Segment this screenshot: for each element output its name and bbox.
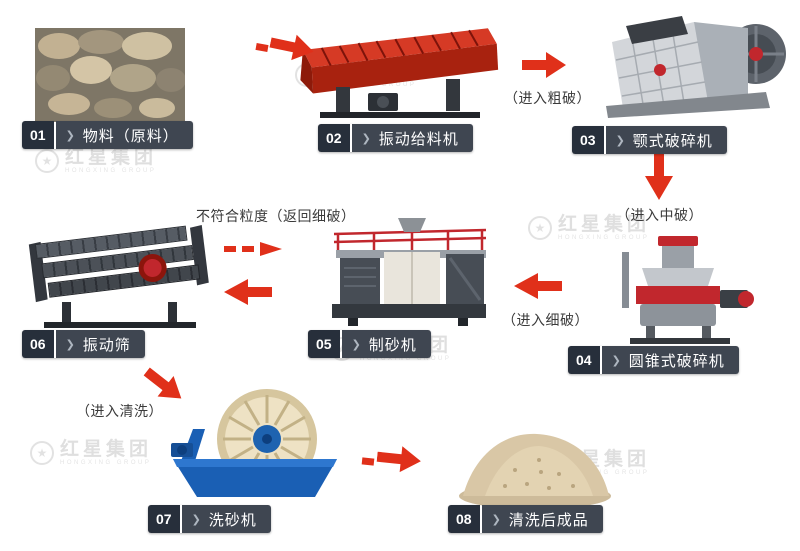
- step-title: 振动筛: [82, 336, 131, 354]
- arrow-screen-to-washer: [137, 360, 190, 411]
- arrow-cone-to-sandmaker: [514, 272, 562, 300]
- step-title: 清洗后成品: [508, 511, 589, 529]
- step-banner: ❯ 振动给料机: [351, 124, 473, 152]
- cone-crusher-image: [608, 226, 758, 349]
- chevron-icon: ❯: [361, 132, 372, 145]
- step-label-07: 07 ❯ 洗砂机: [148, 505, 271, 533]
- step-banner: ❯ 洗砂机: [181, 505, 271, 533]
- step-banner: ❯ 振动筛: [55, 330, 145, 358]
- step-title: 颚式破碎机: [632, 132, 713, 150]
- hongxing-logo-icon: ★: [35, 148, 59, 173]
- dashed-return-arrow: [224, 240, 286, 258]
- step-banner: ❯ 清洗后成品: [481, 505, 603, 533]
- step-number: 03: [572, 126, 604, 154]
- vibrating-feeder-image: [298, 25, 503, 125]
- arrow-material-to-feeder: [267, 28, 316, 66]
- finished-product-image: [455, 412, 615, 517]
- screen-decks: [27, 210, 212, 321]
- screen-base: [44, 322, 196, 328]
- step-title: 洗砂机: [208, 511, 257, 529]
- step-title: 制砂机: [368, 336, 417, 354]
- arrow-washer-to-product: [376, 442, 423, 476]
- step-banner: ❯ 物料（原料）: [55, 121, 193, 149]
- step-title: 振动给料机: [378, 130, 459, 148]
- annotation-to-medium: （进入中破）: [616, 207, 703, 223]
- dash-mark: [361, 457, 375, 466]
- step-label-02: 02 ❯ 振动给料机: [318, 124, 473, 152]
- screen-leg: [168, 302, 177, 322]
- step-banner: ❯ 圆锥式破碎机: [601, 346, 739, 374]
- step-label-04: 04 ❯ 圆锥式破碎机: [568, 346, 739, 374]
- step-number: 02: [318, 124, 350, 152]
- step-number: 04: [568, 346, 600, 374]
- sand-maker-image: [328, 214, 493, 331]
- arrow-feeder-to-jaw: [522, 50, 566, 80]
- raw-material-image: [35, 28, 186, 127]
- step-number: 08: [448, 505, 480, 533]
- watermark-text: 红星集团: [60, 439, 153, 460]
- watermark-text: 红星集团: [65, 147, 158, 168]
- chevron-icon: ❯: [615, 134, 626, 147]
- annotation-to-coarse: （进入粗破）: [504, 90, 591, 106]
- vibrating-screen-image: [28, 220, 209, 330]
- chevron-icon: ❯: [191, 513, 202, 526]
- step-banner: ❯ 制砂机: [341, 330, 431, 358]
- chevron-icon: ❯: [351, 338, 362, 351]
- step-number: 07: [148, 505, 180, 533]
- watermark-subtext: HONGXING GROUP: [60, 459, 152, 466]
- step-label-08: 08 ❯ 清洗后成品: [448, 505, 603, 533]
- chevron-icon: ❯: [611, 354, 622, 367]
- arrow-jaw-to-cone: [645, 146, 673, 202]
- chevron-icon: ❯: [65, 338, 76, 351]
- step-number: 06: [22, 330, 54, 358]
- step-number: 05: [308, 330, 340, 358]
- step-label-03: 03 ❯ 颚式破碎机: [572, 126, 727, 154]
- chevron-icon: ❯: [491, 513, 502, 526]
- step-label-06: 06 ❯ 振动筛: [22, 330, 145, 358]
- step-title: 物料（原料）: [82, 127, 179, 145]
- dash-mark: [255, 43, 269, 52]
- jaw-crusher-image: [598, 8, 788, 128]
- hongxing-logo-icon: ★: [528, 215, 552, 240]
- chevron-icon: ❯: [65, 129, 76, 142]
- step-title: 圆锥式破碎机: [628, 352, 725, 370]
- arrow-sandmaker-to-screen: [224, 278, 272, 306]
- annotation-return-fine: 不符合粒度（返回细破）: [196, 208, 356, 224]
- hongxing-logo-icon: ★: [30, 440, 54, 465]
- annotation-to-wash: （进入清洗）: [76, 403, 163, 419]
- sand-washer-image: [165, 385, 345, 508]
- step-number: 01: [22, 121, 54, 149]
- step-label-05: 05 ❯ 制砂机: [308, 330, 431, 358]
- annotation-to-fine: （进入细破）: [502, 312, 589, 328]
- screen-leg: [62, 302, 71, 322]
- step-banner: ❯ 颚式破碎机: [605, 126, 727, 154]
- step-label-01: 01 ❯ 物料（原料）: [22, 121, 193, 149]
- watermark-subtext: HONGXING GROUP: [65, 167, 157, 174]
